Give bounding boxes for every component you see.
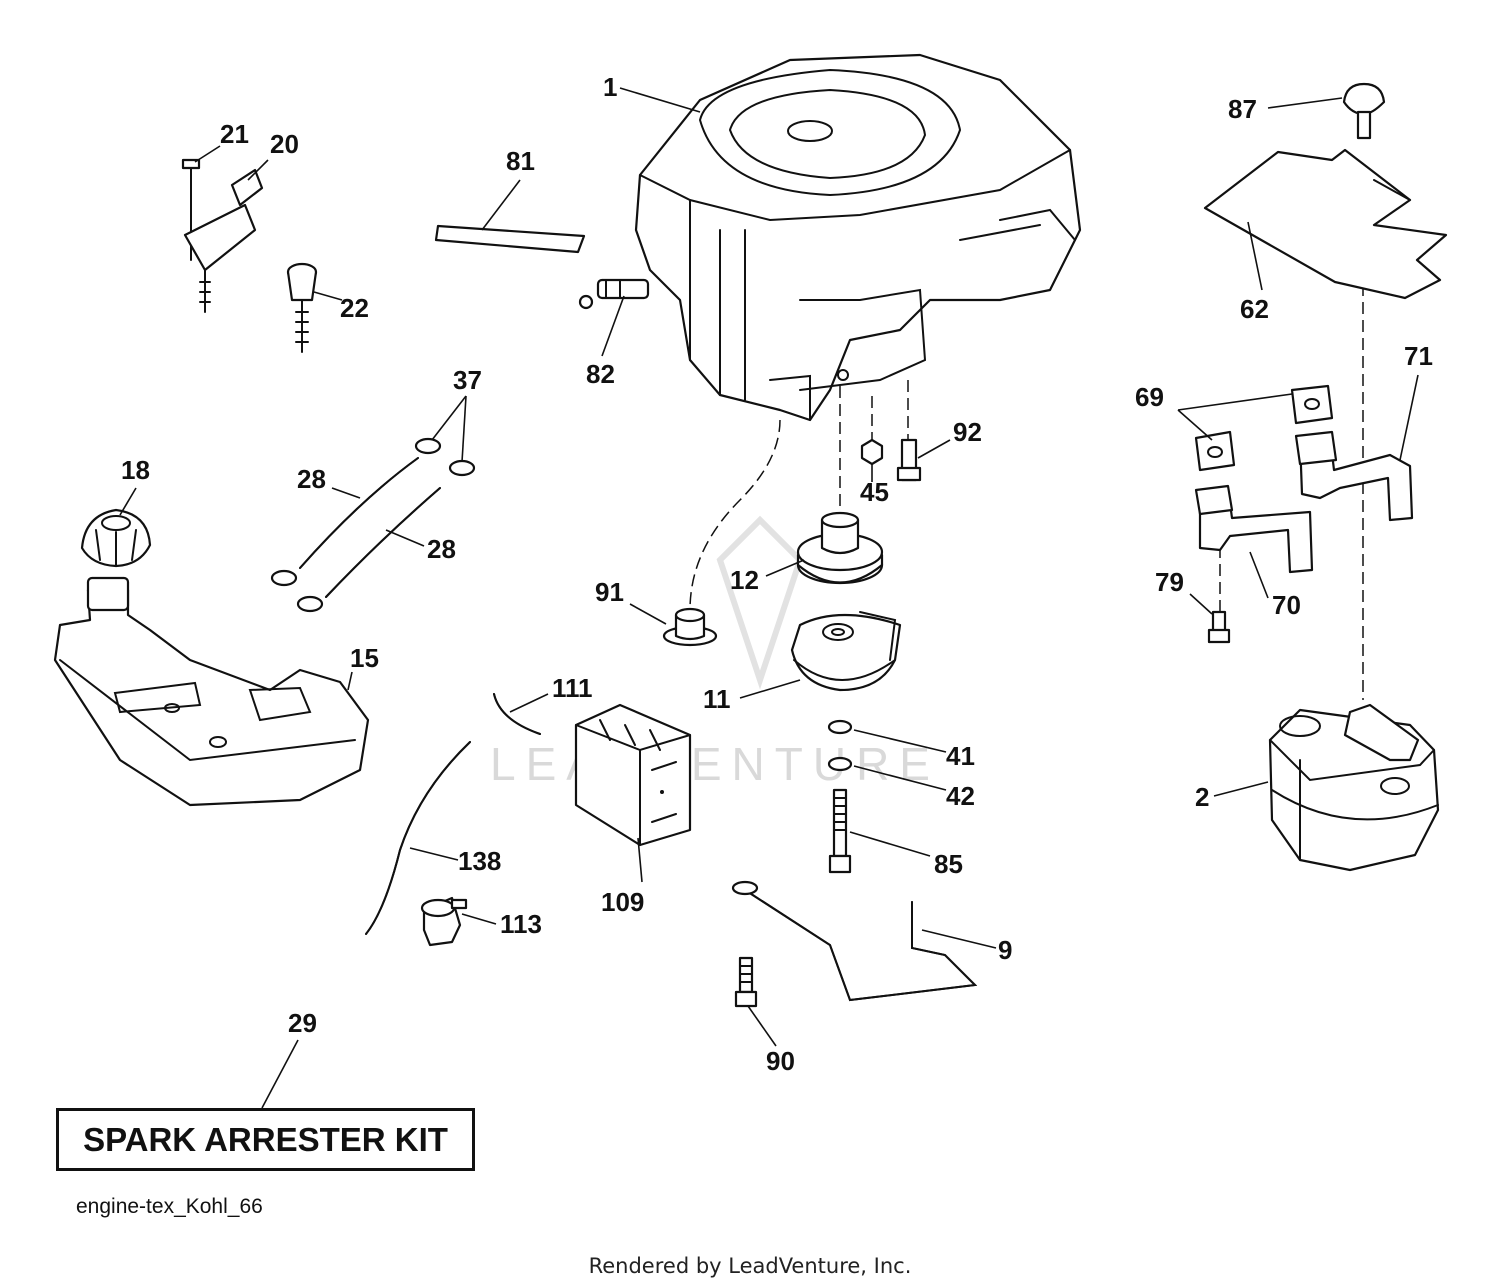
part-bolt-79 (1207, 610, 1231, 644)
part-fuel-hoses (270, 437, 476, 613)
callout-12: 12 (730, 565, 759, 595)
callout-21: 21 (220, 119, 249, 149)
callout-113: 113 (500, 909, 542, 939)
leader-lines (119, 87, 1419, 1109)
part-vent-hose (493, 693, 541, 735)
watermark-text: LEADVENTURE (490, 738, 940, 790)
callout-18: 18 (121, 455, 150, 485)
part-fuel-filter (420, 896, 468, 947)
part-washer-41 (827, 719, 853, 735)
part-muffler (1268, 703, 1440, 872)
callout-2: 2 (1195, 782, 1209, 812)
callout-85: 85 (934, 849, 963, 879)
part-pto-clutch (790, 611, 902, 692)
spark-arrester-kit-label: SPARK ARRESTER KIT (83, 1120, 448, 1158)
part-bolt-92 (896, 438, 922, 482)
callout-111: 111 (552, 673, 593, 703)
callout-28-upper: 28 (297, 464, 326, 494)
part-gaskets (1194, 384, 1334, 472)
callout-70: 70 (1272, 590, 1301, 620)
callout-69: 69 (1135, 382, 1164, 412)
part-nut (860, 438, 884, 466)
callout-90: 90 (766, 1046, 795, 1076)
callout-labels: 1 87 21 20 81 22 82 62 71 37 69 92 18 28… (121, 72, 1433, 1076)
part-engine (634, 53, 1082, 422)
callout-9: 9 (998, 935, 1012, 965)
callout-37: 37 (453, 365, 482, 395)
part-bushing (662, 607, 718, 647)
callout-62: 62 (1240, 294, 1269, 324)
part-breather-hose (434, 224, 586, 254)
part-heat-shield-knob (1342, 82, 1386, 140)
part-control-module (574, 703, 692, 847)
callout-15: 15 (350, 643, 379, 673)
part-heat-shield (1203, 148, 1448, 300)
part-choke-knob (286, 262, 318, 353)
callout-42: 42 (946, 781, 975, 811)
part-rod-eye (731, 880, 759, 896)
callout-87: 87 (1228, 94, 1257, 124)
part-fuel-cap (80, 508, 152, 568)
callout-28-lower: 28 (427, 534, 456, 564)
callout-91: 91 (595, 577, 624, 607)
part-pulley (796, 511, 884, 585)
part-fuel-valve (578, 278, 650, 310)
callout-82: 82 (586, 359, 615, 389)
callout-45: 45 (860, 477, 889, 507)
part-bolt-85 (828, 788, 852, 874)
part-rod (744, 889, 978, 1002)
part-throttle-control (181, 158, 264, 313)
part-fuel-tank (53, 576, 370, 807)
part-bolt-90 (734, 956, 758, 1008)
callout-92: 92 (953, 417, 982, 447)
part-washer-42 (827, 756, 853, 772)
spark-arrester-kit-box: SPARK ARRESTER KIT (56, 1108, 475, 1171)
callout-71: 71 (1404, 341, 1433, 371)
watermark: LEADVENTURE (490, 515, 940, 790)
callout-1: 1 (603, 72, 617, 102)
render-credit: Rendered by LeadVenture, Inc. (588, 1254, 912, 1278)
callout-20: 20 (270, 129, 299, 159)
diagram-reference: engine-tex_Kohl_66 (76, 1195, 263, 1218)
callout-41: 41 (946, 741, 975, 771)
callout-22: 22 (340, 293, 369, 323)
callout-81: 81 (506, 146, 535, 176)
callout-29: 29 (288, 1008, 317, 1038)
callout-79: 79 (1155, 567, 1184, 597)
callout-138: 138 (458, 846, 501, 876)
callout-109: 109 (601, 887, 644, 917)
callout-11: 11 (703, 684, 731, 714)
